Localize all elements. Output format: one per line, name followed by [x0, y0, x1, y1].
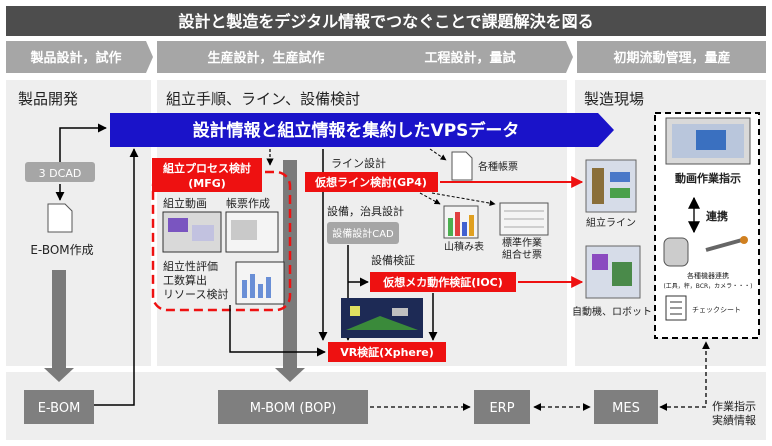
erp-system-box	[474, 390, 530, 424]
phase-label-1: 製品設計，試作	[29, 50, 121, 66]
vr-box	[328, 342, 446, 362]
wrench-head	[740, 236, 748, 244]
mfg-to-vr-arrow	[229, 305, 326, 357]
devices-label-1: 各種機器連携	[687, 271, 729, 280]
section-assembly: 組立手順、ライン、設備検討	[166, 90, 360, 108]
vps-banner-label: 設計情報と組立情報を集約したVPSデータ	[193, 120, 520, 141]
yamazumi-bar	[448, 218, 453, 236]
phase-chevron-1	[6, 41, 153, 73]
phase-label-4: 初期流動管理，量産	[613, 50, 730, 66]
devices-label-2: (工具，秤，BCR，カメラ・・・)	[663, 283, 752, 290]
yamazumi-label: 山積み表	[444, 240, 484, 253]
mfg-dashed-region	[151, 170, 292, 312]
assembly-line-part	[592, 168, 604, 204]
work-info-label-1: 作業指示	[712, 399, 756, 413]
workload-bar	[266, 277, 271, 298]
yamazumi-bar	[469, 215, 474, 236]
workload-bar	[242, 280, 247, 298]
gp4-to-stdwork-arrow	[431, 192, 496, 207]
mfg-title-line2: (MFG)	[188, 177, 226, 190]
scanner-icon	[663, 237, 689, 267]
mfg-anim-label: 組立動画	[163, 196, 207, 210]
cad-label: 3 DCAD	[39, 167, 82, 180]
vr-scene-floor	[346, 316, 418, 330]
work-instruction-label: 動画作業指示	[675, 171, 741, 185]
equip-design-label: 設備，治具設計	[327, 204, 404, 218]
yamazumi-bar	[462, 222, 467, 236]
mbom-system-box	[218, 390, 368, 424]
mbom-system-label: M-BOM (BOP)	[250, 401, 337, 416]
equip-verify-label: 設備検証	[371, 253, 415, 267]
assembly-line-part	[610, 188, 630, 198]
erp-system-label: ERP	[489, 401, 514, 416]
section-factory: 製造現場	[584, 90, 644, 108]
form-sheet-figure	[231, 220, 257, 240]
checksheet-label: チェックシート	[692, 306, 741, 314]
workload-bar	[258, 284, 263, 298]
assembly-line-part	[610, 172, 630, 182]
mfg-title-box	[152, 158, 262, 192]
stdwork-label-1: 標準作業	[502, 236, 542, 249]
document-icon	[47, 203, 73, 233]
linkage-label: 連携	[706, 209, 728, 223]
gp4-box	[305, 172, 438, 192]
forms-document-icon	[451, 151, 473, 181]
ebom-down-arrow-shaft	[52, 270, 66, 370]
assembly-animation-part	[192, 225, 214, 241]
mes-system-box	[594, 390, 658, 424]
yamazumi-bar	[455, 212, 460, 236]
gp4-to-yamazumi-arrow	[419, 192, 441, 205]
ebom-down-arrow-head	[44, 368, 74, 382]
vr-label: VR検証(Xphere)	[340, 345, 434, 359]
vps-to-forms-arrow	[429, 148, 447, 161]
mfg-eval2-label: 工数算出	[163, 273, 207, 287]
phase-label-3: 工程設計，量試	[424, 50, 515, 66]
assembly-animation-part	[168, 218, 188, 232]
work-info-label-2: 実績情報	[712, 413, 756, 427]
vr-scene-object	[350, 306, 360, 316]
wrench-icon	[705, 238, 743, 252]
mes-system-label: MES	[612, 401, 640, 416]
vps-banner	[110, 113, 614, 147]
page-title: 設計と製造をデジタル情報でつなぐことで課題解決を図る	[178, 12, 593, 31]
mfg-form-label: 帳票作成	[226, 196, 270, 210]
ioc-box	[370, 272, 516, 292]
phase-chevron-2	[157, 41, 573, 73]
line-design-label: ライン設計	[331, 156, 386, 170]
title-bar	[6, 6, 766, 36]
cad-to-vps-arrow	[59, 123, 107, 162]
cad-box	[25, 162, 95, 182]
ebom-create-label: E-BOM作成	[30, 243, 93, 257]
mfg-eval3-label: リソース検討	[163, 287, 228, 301]
mes-factory-arrow	[659, 341, 710, 411]
assembly-line-label: 組立ライン	[586, 216, 636, 229]
phase-label-2: 生産設計，生産試作	[207, 50, 324, 66]
ioc-label: 仮想メカ動作検証(IOC)	[382, 275, 503, 289]
automation-part	[592, 254, 608, 270]
ebom-system-label: E-BOM	[38, 401, 81, 416]
automation-part	[612, 262, 632, 286]
section-product-dev: 製品開発	[18, 90, 78, 108]
equip-cad-box	[327, 222, 399, 244]
vr-scene-object	[392, 308, 408, 316]
mbom-down-arrow-head	[275, 368, 305, 382]
mfg-title-line1: 組立プロセス検討	[163, 161, 251, 175]
workload-bar	[250, 274, 255, 298]
ebom-system-box	[24, 390, 94, 424]
mfg-eval1-label: 組立性評価	[163, 259, 218, 273]
forms-label: 各種帳票	[478, 160, 518, 173]
gp4-label: 仮想ライン検討(GP4)	[314, 175, 427, 189]
mbom-down-arrow-shaft	[283, 160, 297, 370]
stdwork-label-2: 組合せ票	[502, 248, 542, 261]
phase-chevron-4	[577, 41, 766, 73]
equip-cad-label: 設備設計CAD	[332, 227, 394, 240]
monitor-screen-content	[696, 130, 726, 150]
automation-label: 自動機、ロボット	[572, 305, 652, 318]
